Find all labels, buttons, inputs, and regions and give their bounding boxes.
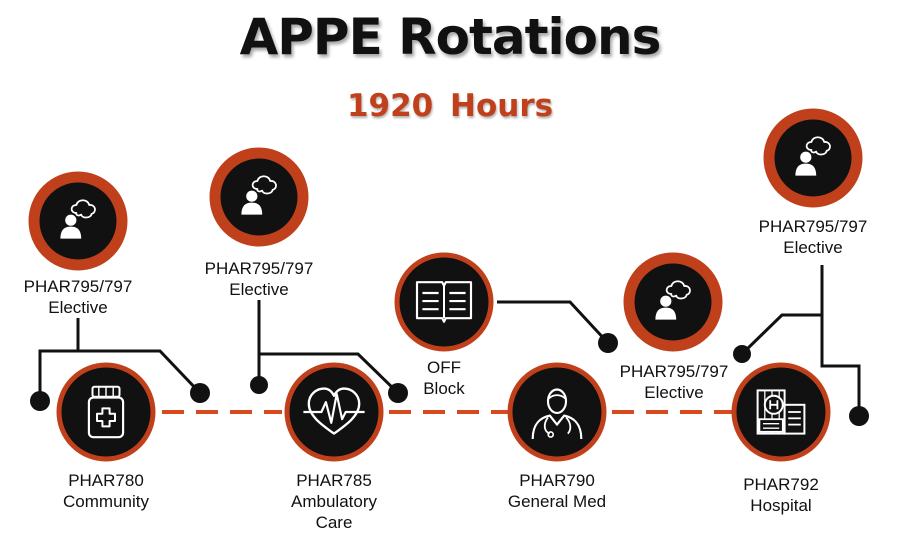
elective-code: PHAR795/797 xyxy=(758,217,868,236)
elective-label-4: PHAR795/797 Elective xyxy=(759,216,868,258)
connector-off-block xyxy=(497,300,610,345)
elective-name: Elective xyxy=(644,383,704,402)
connector-dot xyxy=(849,406,869,426)
connector-elective-4-left xyxy=(740,313,822,356)
core-node-community xyxy=(56,362,156,462)
page-title: APPE Rotations xyxy=(239,8,662,66)
connector-dot xyxy=(250,376,268,394)
core-node-general-med xyxy=(507,362,607,462)
off-block-line1: OFF xyxy=(426,358,461,377)
core-name: Community xyxy=(63,492,149,511)
core-node-hospital xyxy=(731,362,831,462)
core-name: Care xyxy=(315,513,353,532)
hours-subtitle: 1920 Hours xyxy=(346,88,554,124)
core-label-hospital: PHAR792 Hospital xyxy=(743,474,819,516)
connector-dot xyxy=(733,345,751,363)
core-label-ambulatory-care: PHAR785 Ambulatory Care xyxy=(291,470,377,533)
core-code: PHAR785 xyxy=(296,471,372,490)
elective-code: PHAR795/797 xyxy=(23,277,133,296)
elective-label-2: PHAR795/797 Elective xyxy=(205,258,314,300)
off-block-node xyxy=(394,252,494,352)
connector-elective-2-right xyxy=(259,352,400,395)
elective-label-1: PHAR795/797 Elective xyxy=(24,276,133,318)
elective-name: Elective xyxy=(229,280,289,299)
elective-node-4 xyxy=(763,108,863,208)
core-code: PHAR780 xyxy=(68,471,144,490)
elective-name: Elective xyxy=(783,238,843,257)
core-label-community: PHAR780 Community xyxy=(63,470,149,512)
elective-label-3: PHAR795/797 Elective xyxy=(620,361,729,403)
connector-dot xyxy=(388,383,408,403)
connector-elective-1-right xyxy=(76,318,202,395)
core-name: Hospital xyxy=(750,496,812,515)
connector-elective-4-right xyxy=(820,265,861,416)
connector-dot xyxy=(598,333,618,353)
core-code: PHAR792 xyxy=(743,475,819,494)
elective-code: PHAR795/797 xyxy=(204,259,314,278)
elective-name: Elective xyxy=(48,298,108,317)
core-code: PHAR790 xyxy=(519,471,595,490)
core-name: General Med xyxy=(507,492,607,511)
elective-node-3 xyxy=(623,252,723,352)
core-name: Ambulatory xyxy=(291,492,377,511)
connector-dot xyxy=(190,383,210,403)
elective-node-2 xyxy=(209,147,309,247)
connector-elective-1-left xyxy=(38,349,78,401)
core-label-general-med: PHAR790 General Med xyxy=(508,470,606,512)
elective-code: PHAR795/797 xyxy=(619,362,729,381)
off-block-line2: Block xyxy=(423,379,465,398)
off-block-label: OFF Block xyxy=(423,357,465,399)
elective-node-1 xyxy=(28,171,128,271)
core-node-ambulatory-care xyxy=(284,362,384,462)
connector-dot xyxy=(30,391,50,411)
